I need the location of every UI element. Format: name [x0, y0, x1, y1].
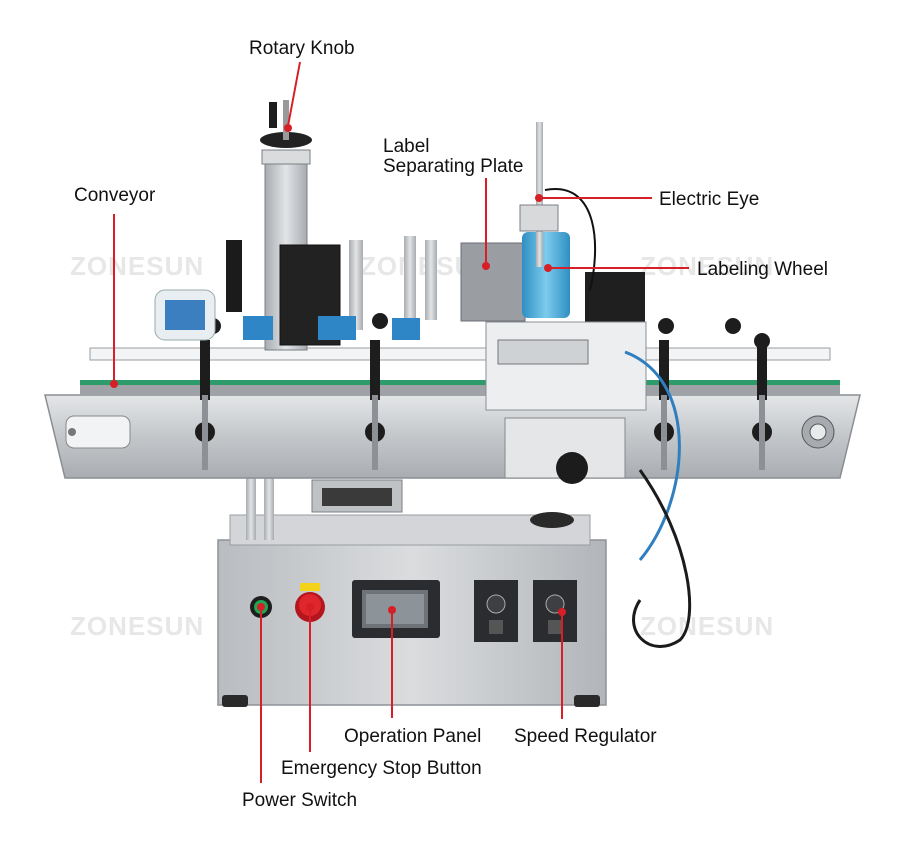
- callout-lines: [113, 61, 689, 783]
- watermark-text: ZONESUN: [70, 251, 204, 281]
- callout-labeling-wheel: Labeling Wheel: [697, 259, 828, 280]
- callout-label-separating-plate-line1: Label: [383, 136, 430, 157]
- callout-emergency-stop-button: Emergency Stop Button: [281, 758, 482, 779]
- callout-conveyor: Conveyor: [74, 185, 156, 206]
- callout-speed-regulator: Speed Regulator: [514, 726, 657, 747]
- operation-panel-graphic: [352, 580, 440, 638]
- upper-assembly: [154, 100, 692, 648]
- watermark-text: ZONESUN: [640, 611, 774, 641]
- callout-power-switch: Power Switch: [242, 790, 358, 811]
- speed-regulators-graphic: [474, 580, 577, 642]
- callout-dots: [110, 124, 566, 616]
- conveyor-graphic: [44, 347, 861, 479]
- callout-rotary-knob: Rotary Knob: [249, 38, 355, 59]
- callout-operation-panel: Operation Panel: [344, 726, 482, 747]
- rail-clamps: [195, 313, 772, 470]
- watermark-text: ZONESUN: [640, 251, 774, 281]
- watermark-text: ZONESUN: [70, 611, 204, 641]
- callout-label-separating-plate-line2: Separating Plate: [383, 156, 524, 177]
- callout-electric-eye: Electric Eye: [659, 189, 760, 210]
- machine-cabinet: [217, 440, 607, 707]
